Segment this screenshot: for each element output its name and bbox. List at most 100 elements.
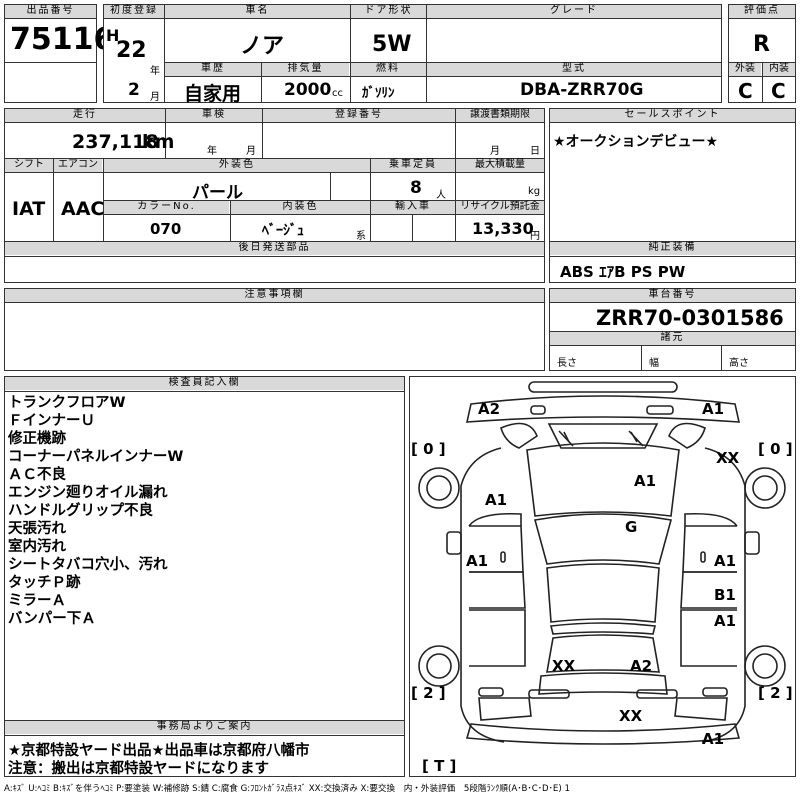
inspector-box <box>4 376 405 777</box>
score-label: 評価点 <box>729 5 795 18</box>
history-label: 車歴 <box>165 63 261 76</box>
mark-xx-front-right: XX <box>716 449 740 467</box>
inspect-month: 月 <box>246 146 256 157</box>
lot-label: 出品番号 <box>5 5 96 18</box>
era: H <box>106 26 120 45</box>
note-line: 天張汚れ <box>8 521 66 537</box>
note-line: ミラーＡ <box>8 593 66 609</box>
ext-grade: C <box>738 79 753 103</box>
note-line: 室内汚れ <box>8 539 66 555</box>
color-value: パール <box>192 183 243 203</box>
legend-text: A:ｷｽﾞ U:ﾍｺﾐ B:ｷｽﾞを伴うﾍｺﾐ P:要塗装 W:補修跡 S:錆 … <box>4 784 570 794</box>
tire-rear-left: [ 2 ] <box>411 684 446 702</box>
shift-value: IAT <box>12 198 46 220</box>
month-unit: 月 <box>150 92 160 103</box>
reg-year: 22 <box>116 38 147 63</box>
shift-label: シフト <box>5 159 53 172</box>
year-unit: 年 <box>150 66 160 77</box>
mark-a1-rear-corner: A1 <box>702 730 725 748</box>
note-line: シートタバコ穴小、汚れ <box>8 557 168 573</box>
disp-label: 排気量 <box>262 63 349 76</box>
note-line: ＦインナーＵ <box>8 413 95 429</box>
spare-tire: [ T ] <box>422 757 457 775</box>
inspector-notes: トランクフロアW ＦインナーＵ 修正機跡 コーナーパネルインナーW ＡＣ不良 エ… <box>8 394 183 628</box>
office-label: 事務局よりご案内 <box>5 721 404 734</box>
mileage-value: 237,118 <box>72 131 159 153</box>
car-name: ノア <box>240 34 285 59</box>
mark-a1-front-right: A1 <box>702 400 725 418</box>
inspect-label: 車検 <box>166 109 262 122</box>
seats-unit: 人 <box>436 190 446 201</box>
mileage-label: 走行 <box>5 109 165 122</box>
color-label: 外装色 <box>104 159 370 172</box>
note-line: タッチＰ跡 <box>8 575 81 591</box>
later-parts-label: 後日発送部品 <box>5 242 544 255</box>
recycle-label: リサイクル預託金 <box>456 201 544 214</box>
equip-label: 純正装備 <box>550 242 795 255</box>
equip-text: ABS ｴｱB PS PW <box>560 263 686 281</box>
mark-a1-right-door: A1 <box>714 552 737 570</box>
transfer-day: 日 <box>530 146 540 157</box>
mark-a1-left-fender: A1 <box>485 491 508 509</box>
note-line: ハンドルグリップ不良 <box>8 503 153 519</box>
sales-text: ★オークションデビュー★ <box>553 134 719 150</box>
note-line: ＡＣ不良 <box>8 467 66 483</box>
intcolor-unit: 系 <box>356 231 366 242</box>
chassis-number: ZRR70-0301586 <box>596 306 784 330</box>
seats-value: 8 <box>410 178 422 198</box>
disp-unit: cc <box>332 88 343 99</box>
history-value: 自家用 <box>184 83 242 105</box>
tire-rear-right: [ 2 ] <box>758 684 793 702</box>
note-line: バンパー下Ａ <box>8 611 96 627</box>
spec-width: 幅 <box>649 358 659 369</box>
model-label: 型式 <box>427 63 721 76</box>
mark-a1-right-rear-door: A1 <box>714 612 737 630</box>
spec-label: 諸元 <box>550 332 795 345</box>
grade-label: グレード <box>427 5 721 18</box>
note-line: トランクフロアW <box>8 395 126 411</box>
import-label: 輸入車 <box>371 201 455 214</box>
ext-label: 外装 <box>729 63 761 76</box>
load-unit: kg <box>528 186 541 197</box>
int-label: 内装 <box>763 63 795 76</box>
mark-xx-rear-bumper: XX <box>619 707 643 725</box>
reg-month: 2 <box>128 80 140 100</box>
transfer-label: 譲渡書類期限 <box>456 109 544 122</box>
lot-number: 75116 <box>10 22 115 57</box>
mark-a2-front-left: A2 <box>478 400 501 418</box>
mark-g-windshield: G <box>625 518 638 536</box>
spec-height: 高さ <box>729 358 749 369</box>
recycle-value: 13,330 <box>472 219 534 238</box>
displacement: 2000 <box>284 80 332 100</box>
transfer-month: 月 <box>490 146 500 157</box>
ac-label: エアコン <box>54 159 102 172</box>
mark-a1-left-door: A1 <box>466 552 489 570</box>
sales-label: セールスポイント <box>550 109 795 122</box>
note-line: コーナーパネルインナーW <box>8 449 184 465</box>
score-value: R <box>753 32 770 57</box>
int-grade: C <box>771 79 786 103</box>
tire-front-right: [ 0 ] <box>758 440 793 458</box>
chassis-label: 車台番号 <box>550 289 795 302</box>
note-line: エンジン廻りオイル漏れ <box>8 485 168 501</box>
door-type: 5W <box>372 32 412 57</box>
seats-label: 乗車定員 <box>371 159 455 172</box>
reg-label: 初度登録 <box>104 5 164 18</box>
caution-label: 注意事項欄 <box>5 289 544 302</box>
spec-length: 長さ <box>557 358 577 369</box>
fuel-value: ｶﾞｿﾘﾝ <box>362 86 395 101</box>
intcolor-label: 内装色 <box>231 201 370 214</box>
plate-label: 登録番号 <box>263 109 455 122</box>
mark-a1-hood: A1 <box>634 472 657 490</box>
fuel-label: 燃料 <box>350 63 426 76</box>
door-label: ドア形状 <box>351 5 426 18</box>
name-label: 車名 <box>165 5 350 18</box>
inspector-label: 検査員記入欄 <box>5 377 404 390</box>
tire-front-left: [ 0 ] <box>411 440 446 458</box>
model-code: DBA-ZRR70G <box>520 80 644 100</box>
inspect-year: 年 <box>207 146 217 157</box>
load-label: 最大積載量 <box>456 159 544 172</box>
intcolor-value: ﾍﾞｰｼﾞｭ <box>262 223 304 239</box>
office-line1: ★京都特設ヤード出品★出品車は京都府八幡市 <box>8 743 310 759</box>
mark-xx-rear-left: XX <box>552 657 576 675</box>
